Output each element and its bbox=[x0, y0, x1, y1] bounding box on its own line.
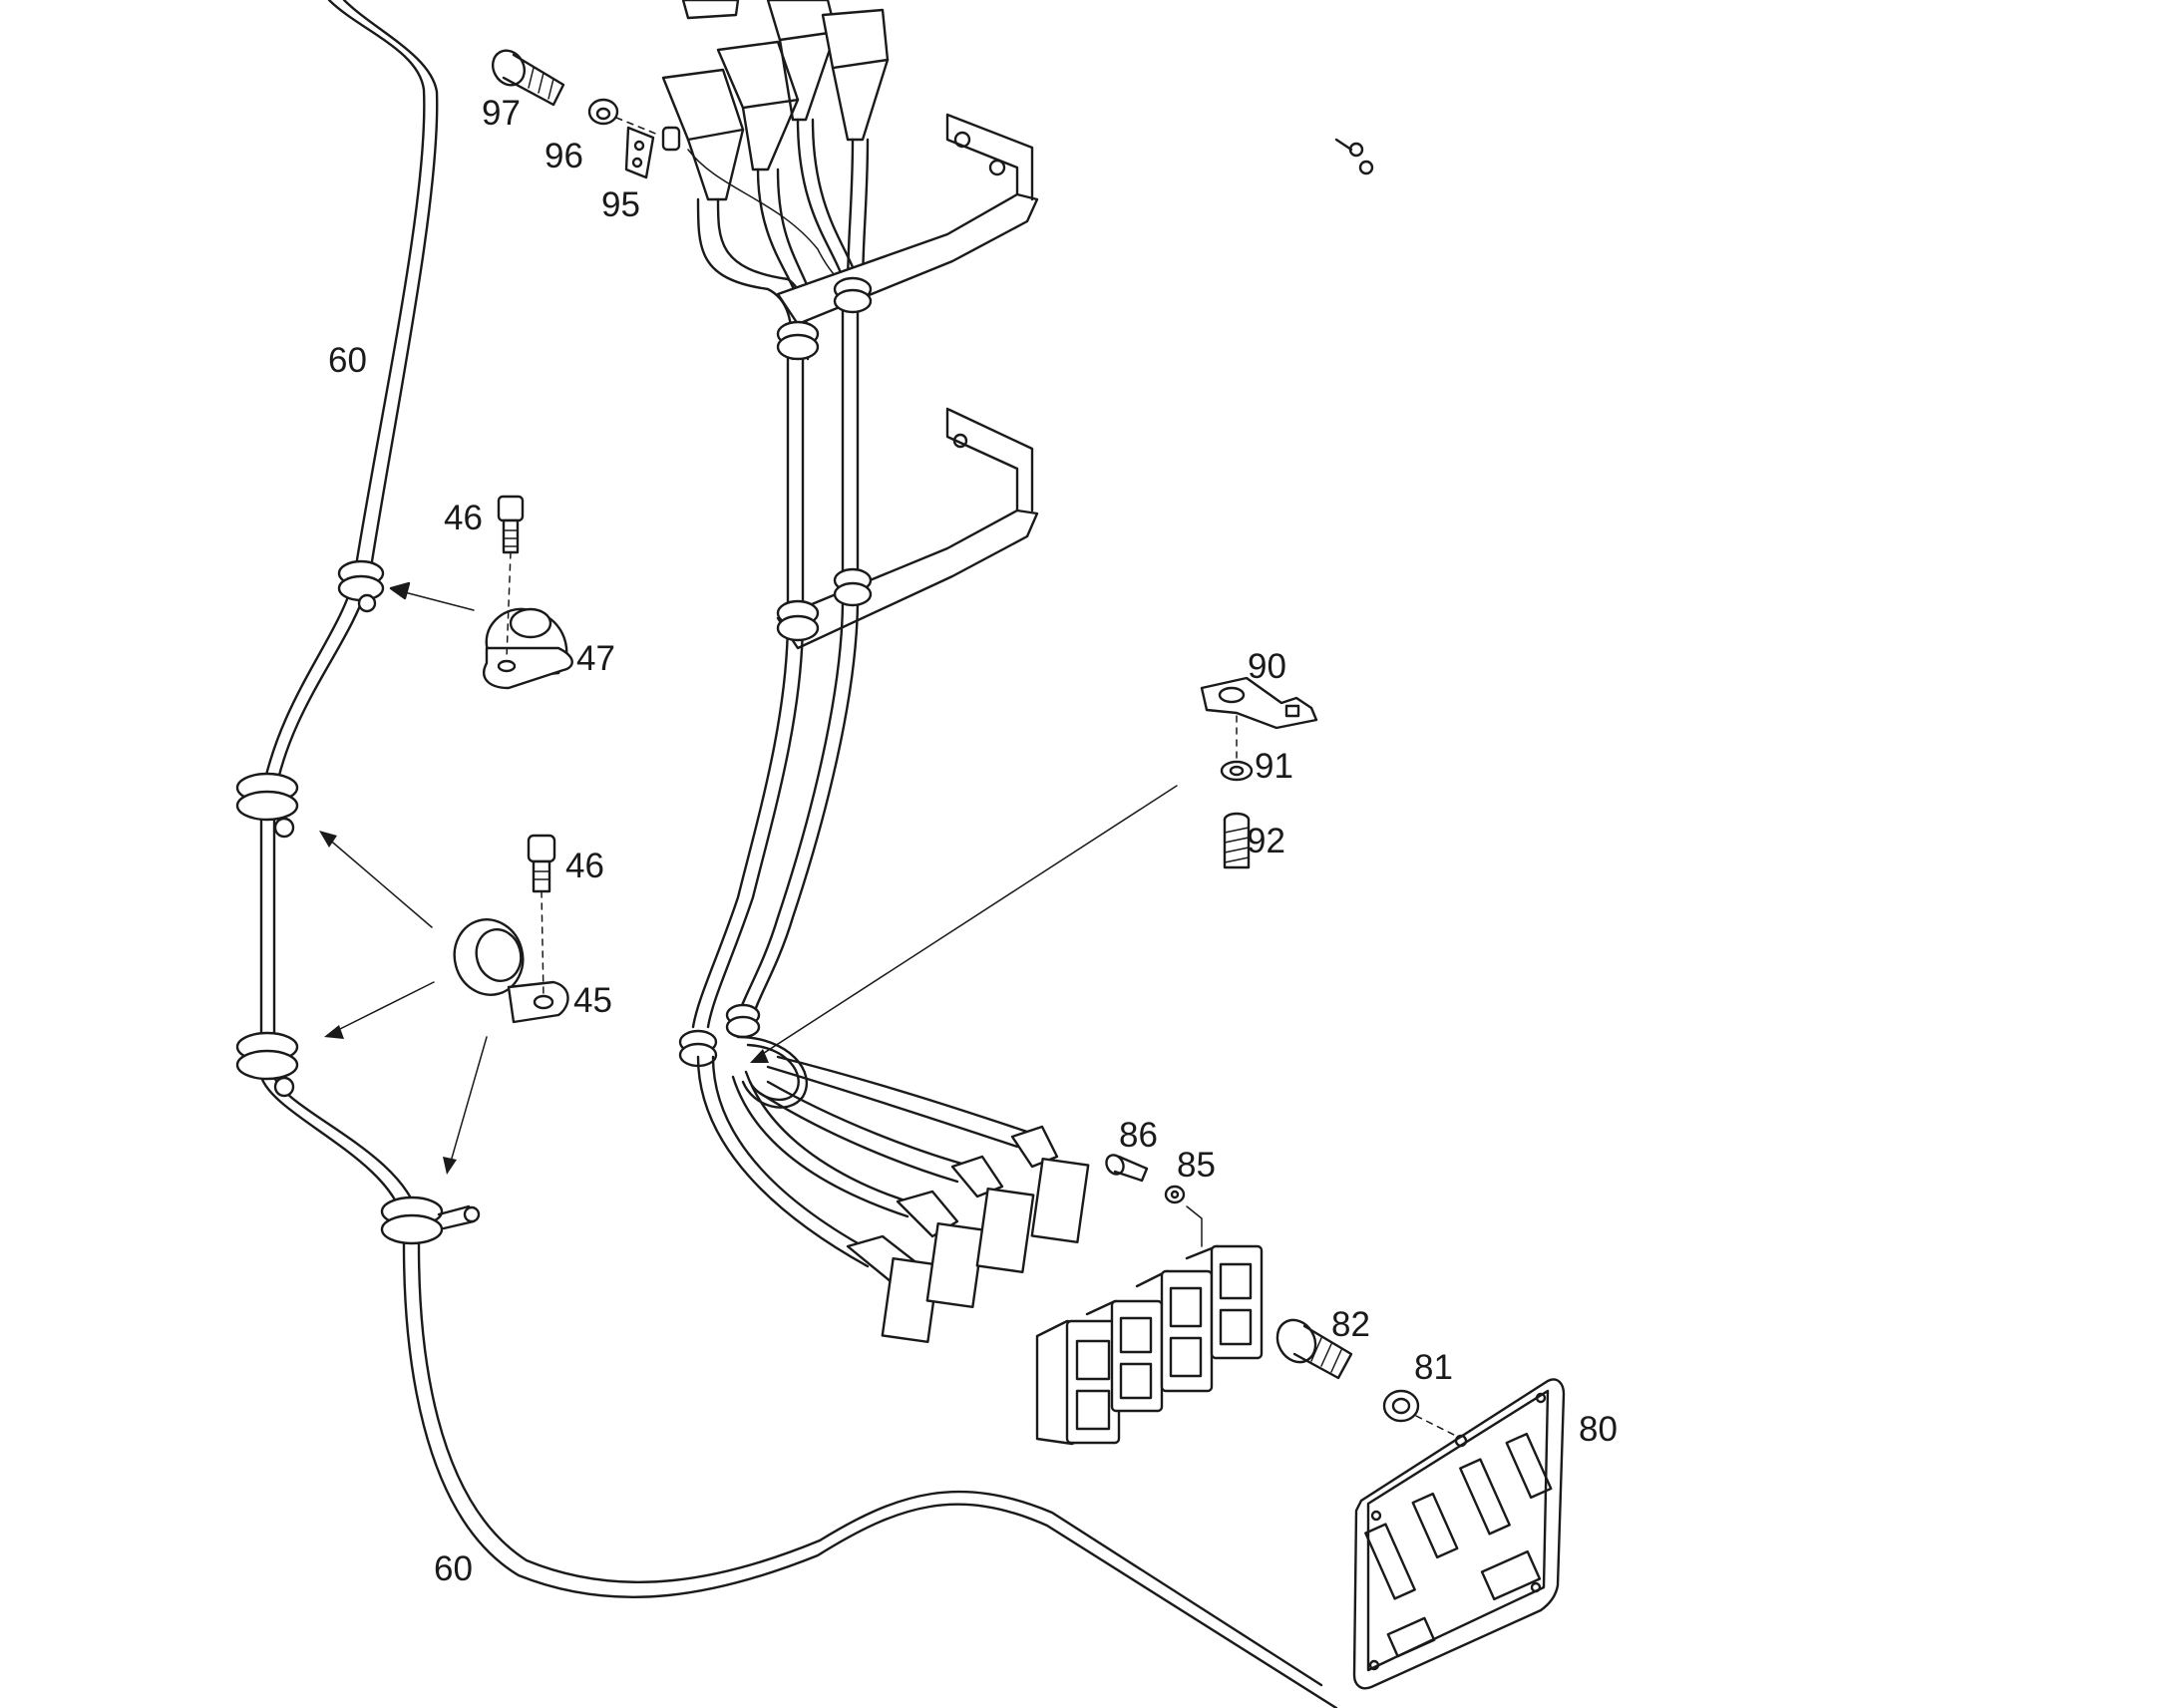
ground-strap-90 bbox=[1200, 676, 1318, 759]
callout-90: 90 bbox=[1248, 647, 1286, 686]
bolt-82 bbox=[1275, 1318, 1353, 1380]
p-clamp-middle-2 bbox=[235, 1031, 299, 1098]
callout-85: 85 bbox=[1177, 1146, 1216, 1185]
callout-91: 91 bbox=[1255, 747, 1293, 786]
callout-95: 95 bbox=[601, 185, 640, 224]
arrows-45-to-cable bbox=[319, 831, 488, 1175]
screw-46-lower bbox=[527, 834, 556, 998]
cable-60 bbox=[259, 0, 1338, 1708]
callout-97: 97 bbox=[482, 94, 521, 133]
p-clamp-middle-1 bbox=[235, 772, 299, 839]
panel-80 bbox=[1352, 1378, 1566, 1690]
connector-blocks bbox=[1035, 1244, 1264, 1446]
washer-96 bbox=[587, 98, 619, 126]
callout-96: 96 bbox=[545, 137, 583, 175]
p-clamp-lower bbox=[380, 1196, 481, 1245]
callout-labels: 97 96 95 60 46 47 46 45 60 90 91 92 86 8… bbox=[328, 94, 1618, 1588]
callout-45: 45 bbox=[573, 981, 612, 1020]
screw-46-upper bbox=[497, 495, 525, 659]
callout-60-lower: 60 bbox=[434, 1549, 473, 1588]
p-clamp-upper bbox=[337, 559, 385, 613]
callout-86: 86 bbox=[1119, 1116, 1158, 1155]
bolt-97 bbox=[491, 49, 565, 107]
callout-47: 47 bbox=[576, 639, 615, 678]
washer-81 bbox=[1382, 1389, 1457, 1437]
callout-92: 92 bbox=[1247, 822, 1285, 860]
harness-lower-connectors bbox=[696, 1055, 1090, 1344]
callout-46-upper: 46 bbox=[444, 499, 483, 537]
clip-95 bbox=[615, 117, 659, 179]
clamp-45 bbox=[453, 918, 569, 1024]
washer-85 bbox=[1164, 1185, 1203, 1247]
callout-82: 82 bbox=[1331, 1305, 1370, 1344]
harness-main-bundle bbox=[678, 276, 873, 1109]
washer-91 bbox=[1220, 760, 1254, 782]
leader-90-to-ground bbox=[750, 785, 1178, 1063]
callout-81: 81 bbox=[1414, 1348, 1453, 1387]
clamp-47 bbox=[483, 607, 573, 690]
callout-80: 80 bbox=[1579, 1410, 1618, 1449]
bolt-92 bbox=[1223, 812, 1251, 869]
harness-upper-connectors bbox=[661, 0, 890, 361]
arrow-47-to-cable bbox=[389, 581, 475, 611]
callout-46-lower: 46 bbox=[565, 847, 604, 885]
screw-86 bbox=[1105, 1154, 1149, 1183]
callout-60-upper: 60 bbox=[328, 341, 367, 380]
